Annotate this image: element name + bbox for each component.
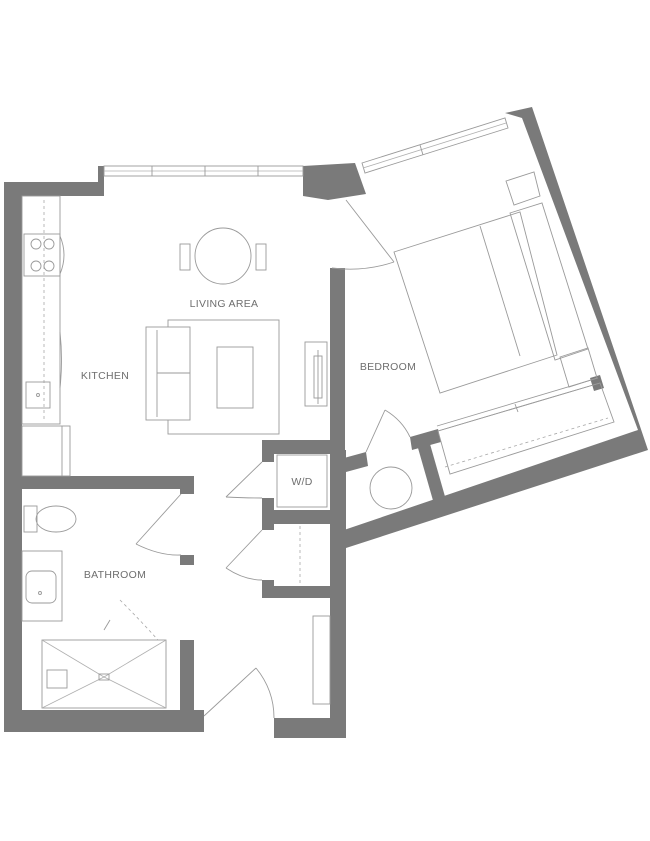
bedroom-furniture [369,171,615,510]
vanity [21,550,63,622]
wall-bottom-right [274,718,346,738]
label-living-area: LIVING AREA [190,298,259,310]
dresser [509,202,589,361]
wall-wd-left-bottom [262,498,274,510]
bed [393,211,558,394]
wall-living-bedroom-lower [330,450,346,738]
label-kitchen: KITCHEN [81,370,129,382]
door-bedroom [331,199,395,270]
room-labels: LIVING AREA KITCHEN BEDROOM W/D BATHROOM [81,298,416,581]
label-bathroom: BATHROOM [84,569,146,581]
door-entry [203,667,275,719]
label-bedroom: BEDROOM [360,361,416,373]
wall-kitchen-top-step [98,166,104,196]
wd-unit [276,454,328,508]
stove [23,233,61,277]
burner-4 [43,260,55,272]
dining-chair-left [179,243,191,271]
wall-kitchen-top [4,182,100,196]
wall-bedroom-exterior [344,107,648,548]
sofa [145,326,191,421]
windows [103,117,509,177]
wall-bathroom-right-top [180,555,194,565]
door-wd [225,461,263,499]
wall-wd-left-top [262,440,274,462]
toilet-bowl [35,505,77,533]
wall-living-bedroom [330,268,345,453]
wall-bedroom-closet-vert [418,444,446,504]
wall-bathroom-right [180,640,194,732]
coffee-table [216,346,254,409]
shower-bench [46,669,68,689]
kitchen-fixtures [21,195,71,477]
bathroom-fixtures [21,505,167,709]
kitchen-counter [21,195,61,425]
burner-2 [43,238,55,250]
hall-closet-shelf [312,615,331,705]
shower [41,639,167,709]
wall-left [4,182,22,732]
nightstand [505,171,541,206]
wall-closet-bottom [262,586,332,598]
living-furniture [145,227,328,435]
burner-3 [30,260,42,272]
wall-pillar [303,163,366,200]
kitchen-sink [25,381,51,409]
wall-bathroom-top [4,476,180,489]
walls [4,107,648,738]
laundry-closet [276,454,331,705]
door-bedroom-closet [365,409,411,453]
tv-console [304,341,328,407]
wall-bathroom-top-end [180,476,194,494]
wall-wd-top [262,440,332,454]
wall-closet-left [262,510,274,530]
wall-bedroom-closet-mid [410,429,441,450]
wall-bottom-left [4,710,204,732]
toilet-tank [23,505,38,533]
shower-drain [98,673,110,681]
wall-wd-bottom [262,510,332,524]
door-closet [225,529,263,581]
label-wd: W/D [291,476,312,488]
wall-bedroom-closet-left [344,452,368,472]
window-bedroom [361,117,509,174]
doors [135,199,411,719]
bath-sink [25,570,57,604]
door-bathroom [135,493,182,556]
dining-table [194,227,252,285]
bedroom-round-table [369,466,413,510]
refrigerator [21,425,71,477]
burner-1 [30,238,42,250]
dining-chair-right [255,243,267,271]
